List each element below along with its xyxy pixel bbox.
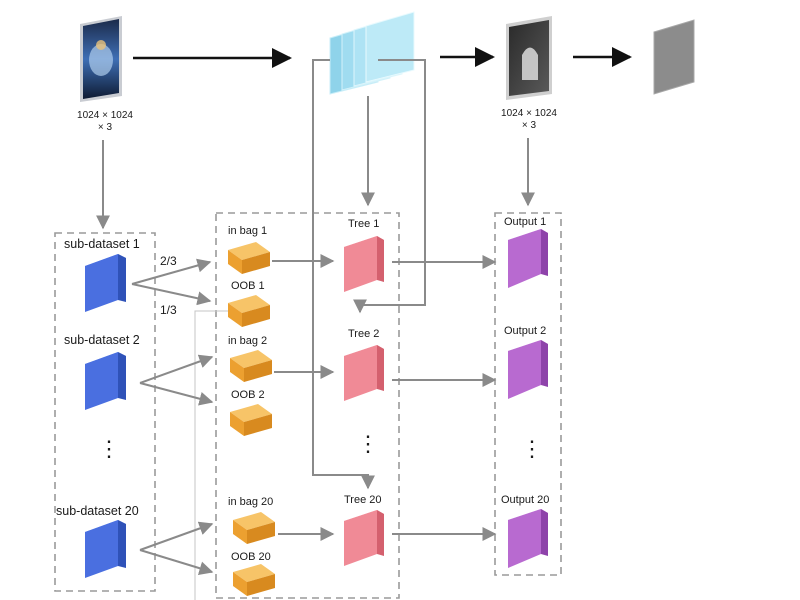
output-image-icon — [506, 16, 552, 100]
oob-label-20: OOB 20 — [231, 551, 271, 563]
output-label-2: Output 2 — [504, 325, 547, 337]
output-label-1: Output 1 — [504, 216, 547, 228]
tree-cube-1 — [344, 236, 384, 292]
input-dims-line1: 1024 × 1024 — [77, 110, 133, 121]
subdataset-label-20: sub-dataset 20 — [56, 504, 139, 518]
tree-ellipsis: ⋮ — [357, 431, 379, 456]
split-arrows-1 — [131, 258, 212, 306]
in-bag-box-20 — [233, 512, 275, 544]
subdataset-cube-20 — [85, 520, 126, 578]
output-cube-20 — [508, 509, 548, 568]
oob-connector-line — [194, 310, 228, 600]
subdataset-label-2: sub-dataset 2 — [64, 333, 140, 347]
in-bag-label-20: in bag 20 — [228, 496, 274, 508]
stack-to-tree20-line — [312, 59, 375, 490]
in-bag-label-2: in bag 2 — [228, 335, 268, 347]
subdataset-ellipsis: ⋮ — [98, 436, 120, 461]
oob-fraction-label: 1/3 — [160, 303, 177, 317]
split-arrows-20 — [139, 521, 214, 576]
final-output-icon — [653, 19, 695, 95]
tree-label-20: Tree 20 — [344, 494, 382, 506]
stack-to-tree2-line — [353, 59, 426, 314]
bag-fraction-label: 2/3 — [160, 254, 177, 268]
tree-group-box — [215, 212, 400, 599]
input-dims-line2: × 3 — [97, 122, 113, 133]
split-arrows-2 — [139, 354, 214, 406]
oob-box-2 — [230, 404, 272, 436]
subdataset-cube-2 — [85, 352, 126, 410]
input-image-icon — [80, 16, 122, 102]
input-dims-label: 1024 × 1024 × 3 — [70, 110, 140, 134]
output-group-box — [494, 212, 562, 576]
output-dims-line2: × 3 — [521, 120, 537, 131]
tree-cube-2 — [344, 345, 384, 401]
output-cube-2 — [508, 340, 548, 399]
in-bag-box-2 — [230, 350, 272, 382]
output-dims-label: 1024 × 1024 × 3 — [494, 108, 564, 132]
in-bag-label-1: in bag 1 — [228, 225, 268, 237]
in-bag-box-1 — [228, 242, 270, 274]
subdataset-label-1: sub-dataset 1 — [64, 237, 140, 251]
subdataset-group-box — [54, 232, 156, 592]
output-label-20: Output 20 — [501, 494, 550, 506]
oob-label-2: OOB 2 — [231, 389, 265, 401]
tree-label-1: Tree 1 — [348, 218, 380, 230]
oob-box-1 — [228, 295, 270, 327]
subdataset-cube-1 — [85, 254, 126, 312]
output-dims-line1: 1024 × 1024 — [501, 108, 557, 119]
tree-label-2: Tree 2 — [348, 328, 380, 340]
feature-stack-icon — [329, 11, 415, 95]
oob-label-1: OOB 1 — [231, 280, 265, 292]
tree-cube-20 — [344, 510, 384, 566]
output-ellipsis: ⋮ — [521, 436, 543, 461]
oob-box-20 — [233, 564, 275, 596]
output-cube-1 — [508, 229, 548, 288]
